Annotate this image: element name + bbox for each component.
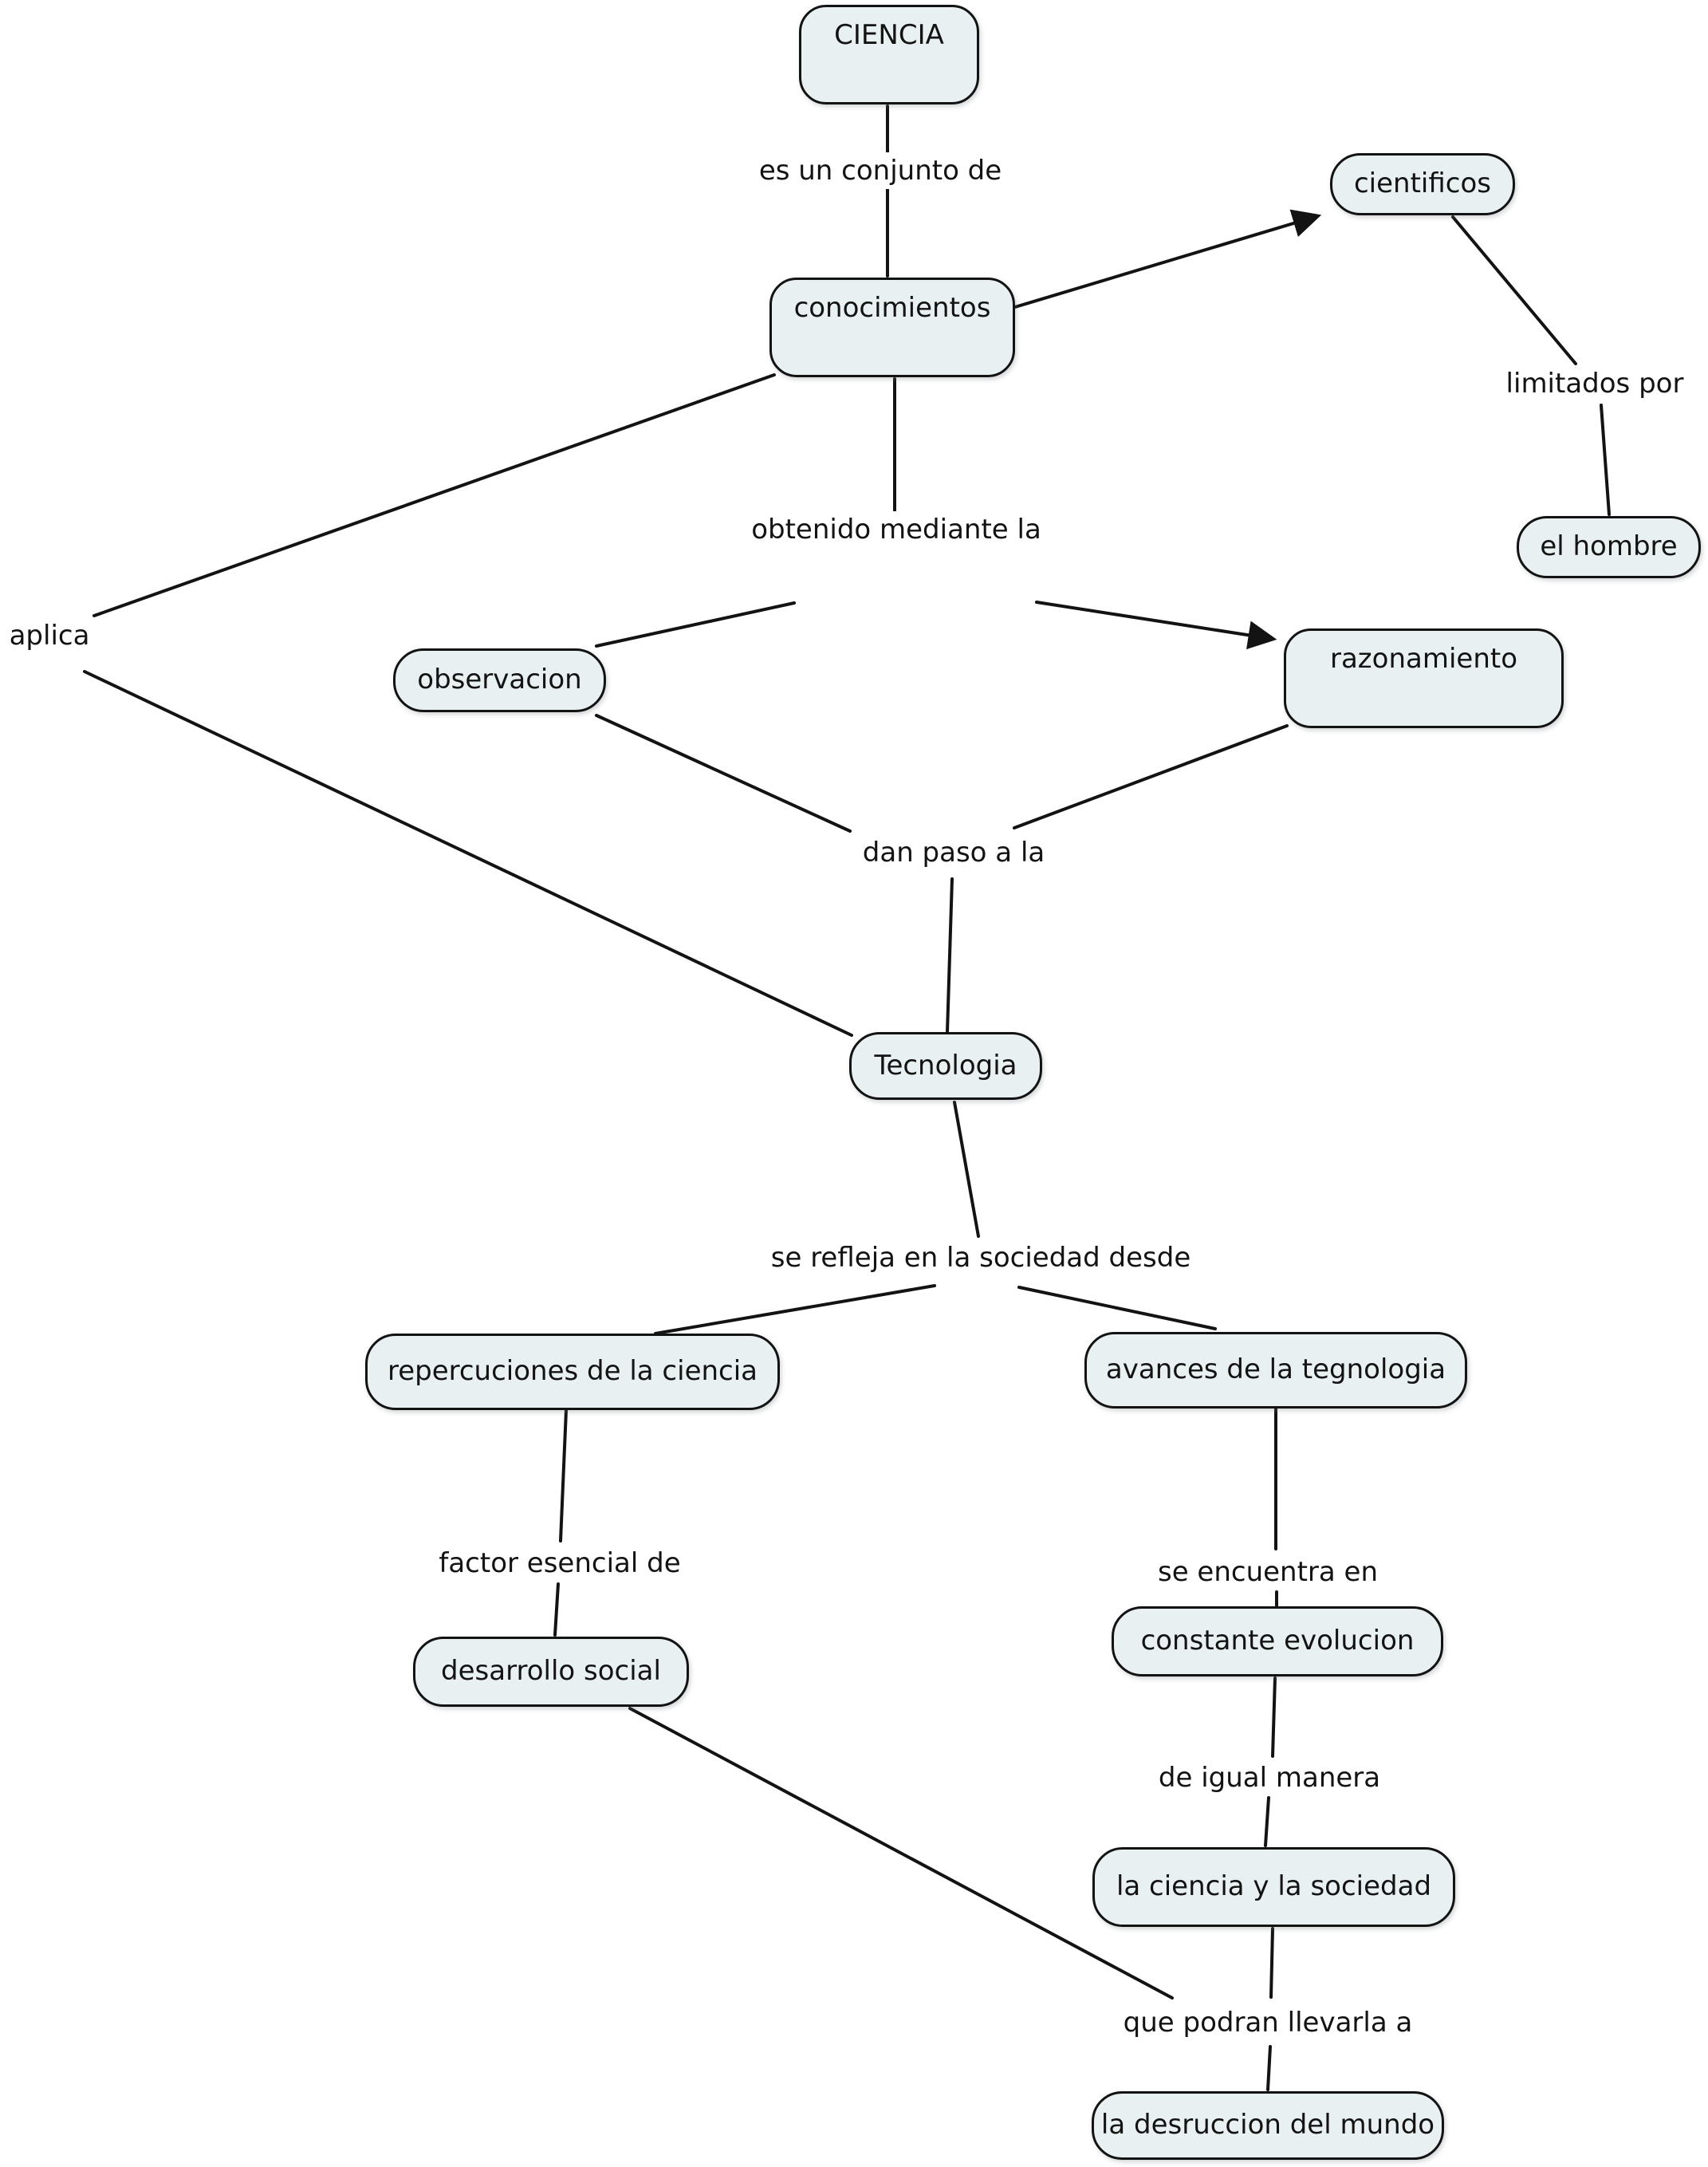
edge-label-dan-paso[interactable]: dan paso a la — [854, 834, 1053, 871]
edge-label-factor-esencial[interactable]: factor esencial de — [431, 1545, 689, 1582]
edge-factor-desarrollo — [553, 1582, 560, 1637]
edge-conocimientos-cientificos — [1013, 209, 1322, 309]
edge-tecnologia-serefleja — [953, 1101, 980, 1238]
edge-limitados-elhombre — [1600, 404, 1611, 516]
edge-label-limitados-por[interactable]: limitados por — [1497, 365, 1692, 402]
edge-desarrollo-quepodran — [628, 1707, 1174, 2000]
edge-label-de-igual[interactable]: de igual manera — [1150, 1759, 1389, 1796]
node-ciencia[interactable]: CIENCIA — [799, 5, 979, 104]
edge-conocimientos-aplica — [92, 373, 776, 617]
edge-razonamiento-danpaso — [1013, 724, 1289, 829]
edge-label-se-encuentra[interactable]: se encuentra en — [1149, 1554, 1387, 1590]
edge-quepodran-desruccion — [1266, 2045, 1272, 2091]
node-conocimientos[interactable]: conocimientos — [769, 278, 1015, 377]
edge-danpaso-tecnologia — [946, 877, 954, 1034]
node-ciencia-sociedad[interactable]: la ciencia y la sociedad — [1092, 1847, 1455, 1927]
node-cientificos[interactable]: cientificos — [1330, 153, 1515, 215]
edge-aplica-tecnologia — [83, 670, 853, 1037]
edge-label-se-refleja[interactable]: se refleja en la sociedad desde — [762, 1239, 1199, 1276]
edge-label-aplica[interactable]: aplica — [1, 617, 98, 654]
edge-obtenido-observacion — [595, 601, 796, 648]
edge-obtenido-razonamiento — [1035, 601, 1277, 650]
node-tecnologia[interactable]: Tecnologia — [849, 1032, 1042, 1100]
node-desarrollo[interactable]: desarrollo social — [413, 1637, 689, 1707]
node-constante[interactable]: constante evolucion — [1112, 1606, 1443, 1676]
node-avances[interactable]: avances de la tegnologia — [1084, 1332, 1467, 1409]
edge-serefleja-repercuciones — [654, 1284, 936, 1335]
edge-cienciasociedad-quepodran — [1269, 1927, 1274, 1999]
node-desruccion[interactable]: la desruccion del mundo — [1092, 2091, 1444, 2160]
node-observacion[interactable]: observacion — [393, 648, 606, 712]
edge-observacion-danpaso — [595, 714, 852, 833]
edge-constante-deigual — [1271, 1676, 1277, 1758]
edge-label-que-podran[interactable]: que podran llevarla a — [1115, 2004, 1421, 2041]
edge-deigual-cienciasociedad — [1264, 1796, 1270, 1847]
edge-label-obtenido[interactable]: obtenido mediante la — [743, 511, 1049, 548]
node-razonamiento[interactable]: razonamiento — [1284, 628, 1564, 728]
edge-serefleja-avances — [1017, 1286, 1217, 1330]
edge-label-es-un-conjunto[interactable]: es un conjunto de — [750, 152, 1010, 189]
node-el-hombre[interactable]: el hombre — [1517, 516, 1701, 578]
edge-repercuciones-factor — [559, 1409, 568, 1543]
node-repercuciones[interactable]: repercuciones de la ciencia — [365, 1334, 780, 1410]
edge-cientificos-limitados — [1451, 215, 1577, 365]
